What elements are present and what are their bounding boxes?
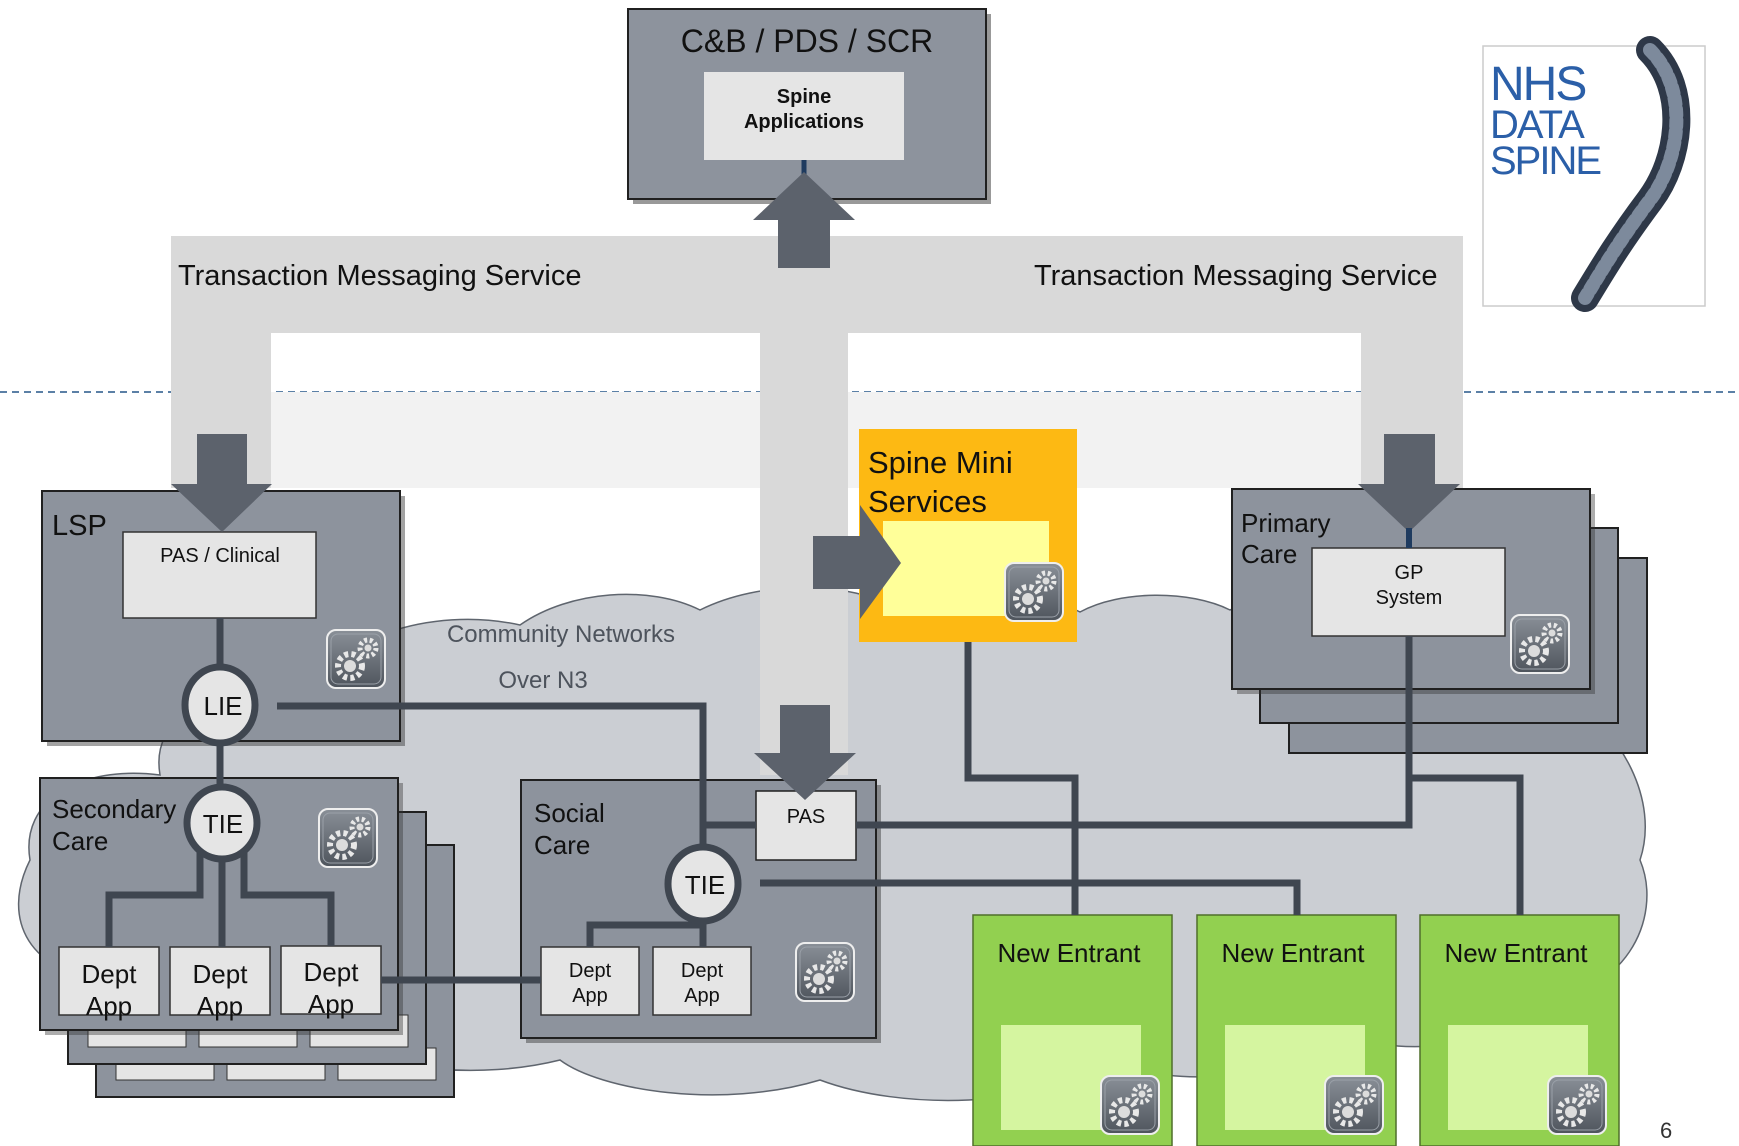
secondary-care-line1: Secondary (52, 794, 176, 824)
secondary-dept-app-3-line2: App (308, 989, 354, 1019)
social-tie-label: TIE (685, 870, 725, 900)
secondary-care-line2: Care (52, 826, 108, 856)
spine-title: C&B / PDS / SCR (681, 23, 934, 59)
social-pas: PAS (787, 806, 826, 828)
new-entrant-label-2: New Entrant (1221, 938, 1365, 968)
new-entrant-label-3: New Entrant (1444, 938, 1588, 968)
spine-mini-line2: Services (868, 484, 987, 519)
social-gear-icon (796, 943, 854, 1001)
spine-image-icon (1571, 36, 1691, 312)
arrow-down-to-primary (1358, 434, 1460, 532)
primary-care-line1: Primary (1241, 508, 1331, 538)
tms-label-right: Transaction Messaging Service (1034, 260, 1438, 292)
nhs-data-spine-logo: NHS DATA SPINE (1482, 36, 1706, 312)
spine-applications-line2: Applications (744, 111, 864, 133)
new-entrant-1-gear-icon (1101, 1076, 1159, 1134)
primary-gear-icon (1511, 615, 1569, 673)
gp-system-line1: GP (1395, 562, 1424, 584)
connector-lines (105, 618, 1524, 984)
social-dept-app-2-line2: App (684, 985, 720, 1007)
arrow-up-to-spine (753, 172, 855, 268)
lsp-title: LSP (52, 510, 107, 542)
secondary-tie-label: TIE (203, 809, 243, 839)
social-dept-app-2-line1: Dept (681, 960, 724, 982)
page-number: 6 (1660, 1118, 1672, 1143)
lsp-pas-clinical: PAS / Clinical (160, 545, 280, 567)
social-care-line1: Social (534, 798, 605, 828)
secondary-dept-app-3-line1: Dept (304, 957, 360, 987)
lie-node (181, 663, 259, 747)
spine-applications-line1: Spine (777, 86, 831, 108)
logo-line3: SPINE (1490, 139, 1600, 183)
lie-label: LIE (203, 691, 242, 721)
secondary-dept-app-2-line2: App (197, 991, 243, 1021)
social-tie-node (664, 843, 742, 925)
spine-mini-gear-icon (1005, 563, 1063, 621)
logo-line1: NHS (1490, 58, 1585, 111)
new-entrant-2-gear-icon (1325, 1076, 1383, 1134)
arrow-right-to-spine-mini (813, 505, 901, 619)
arrow-down-to-lsp (171, 434, 272, 532)
secondary-dept-app-1-line1: Dept (82, 959, 138, 989)
secondary-tie-node (183, 783, 261, 863)
social-dept-app-1-line2: App (572, 985, 608, 1007)
primary-care-line2: Care (1241, 539, 1297, 569)
logo-line2: DATA (1490, 103, 1585, 147)
spine-box (627, 8, 991, 204)
secondary-gear-icon (319, 809, 377, 867)
over-n3-label: Over N3 (498, 667, 587, 694)
gp-system-line2: System (1376, 587, 1443, 609)
arrow-down-to-social-pas (754, 705, 856, 800)
social-dept-app-1-line1: Dept (569, 960, 612, 982)
spine-mini-line1: Spine Mini (868, 445, 1013, 480)
new-entrant-label-1: New Entrant (997, 938, 1141, 968)
community-networks-label: Community Networks (447, 621, 675, 648)
social-care-line2: Care (534, 830, 590, 860)
secondary-dept-app-1-line2: App (86, 991, 132, 1021)
lsp-gear-icon (327, 630, 385, 688)
tms-label-left: Transaction Messaging Service (178, 260, 582, 292)
new-entrant-3-gear-icon (1548, 1076, 1606, 1134)
tms-band (171, 236, 1463, 775)
secondary-dept-app-2-line1: Dept (193, 959, 249, 989)
